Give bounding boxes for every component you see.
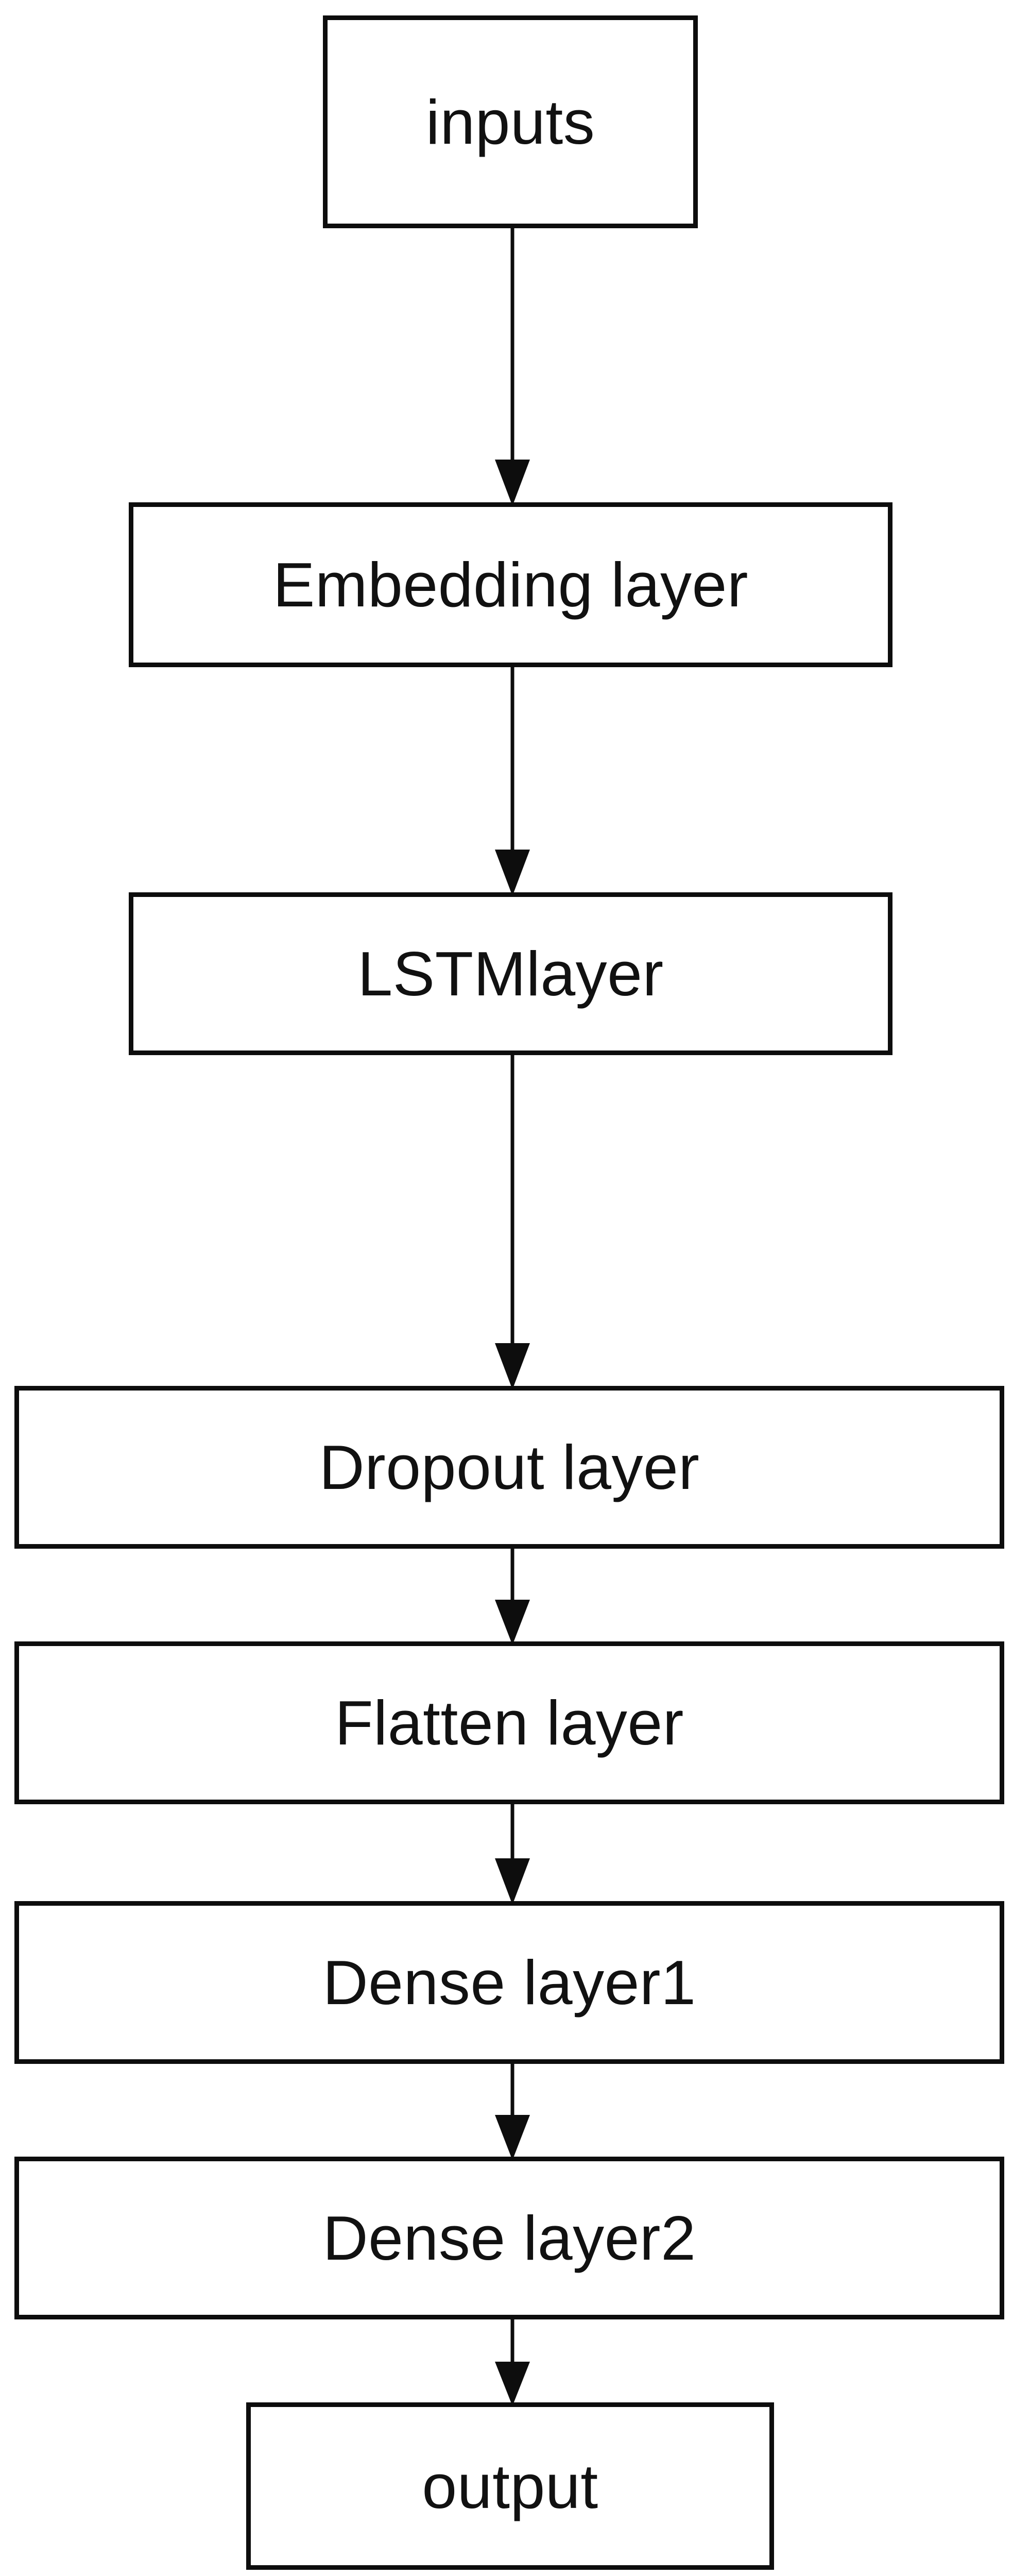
node-dropout-layer[interactable]: Dropout layer	[14, 1386, 1004, 1549]
node-dense-layer1[interactable]: Dense layer1	[14, 1901, 1004, 2064]
down-arrow-icon	[495, 1546, 530, 1645]
down-arrow-icon	[495, 225, 530, 506]
node-flatten-layer-label: Flatten layer	[335, 1688, 684, 1758]
node-embedding-layer-label: Embedding layer	[272, 550, 749, 620]
edge-dense-layer2-to-output	[493, 2316, 531, 2406]
down-arrow-icon	[495, 1052, 530, 1389]
node-flatten-layer[interactable]: Flatten layer	[14, 1641, 1004, 1804]
edge-lstm-to-dropout	[493, 1052, 531, 1389]
node-inputs[interactable]: inputs	[323, 15, 698, 228]
node-lstm-layer-label: LSTMlayer	[357, 939, 664, 1009]
down-arrow-icon	[495, 2061, 530, 2160]
edge-dense-layer1-to-dense-layer2	[493, 2061, 531, 2160]
edge-flatten-to-dense-layer1	[493, 1801, 531, 1905]
node-dropout-layer-label: Dropout layer	[319, 1432, 700, 1502]
down-arrow-icon	[495, 664, 530, 896]
node-output[interactable]: output	[246, 2402, 774, 2570]
edge-embedding-to-lstm	[493, 664, 531, 896]
down-arrow-icon	[495, 2316, 530, 2406]
node-dense-layer2-label: Dense layer2	[322, 2203, 696, 2273]
node-lstm-layer[interactable]: LSTMlayer	[129, 892, 892, 1055]
node-dense-layer2[interactable]: Dense layer2	[14, 2157, 1004, 2319]
edge-dropout-to-flatten	[493, 1546, 531, 1645]
node-embedding-layer[interactable]: Embedding layer	[129, 502, 892, 667]
node-dense-layer1-label: Dense layer1	[322, 1947, 696, 2018]
node-inputs-label: inputs	[425, 87, 595, 157]
down-arrow-icon	[495, 1801, 530, 1905]
edge-inputs-to-embedding	[493, 225, 531, 506]
node-output-label: output	[422, 2451, 598, 2521]
